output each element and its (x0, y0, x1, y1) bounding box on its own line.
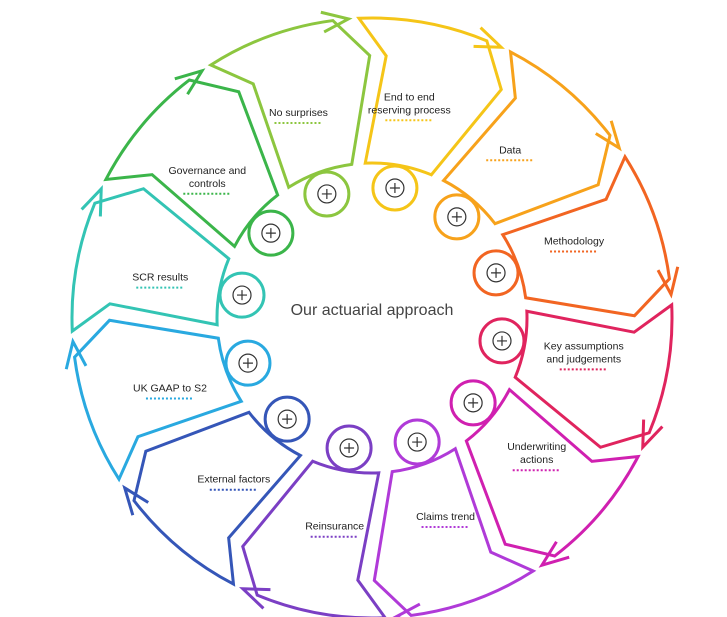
rocket-icon (472, 249, 520, 297)
arrow-head (174, 68, 206, 96)
arrow-head (594, 120, 622, 152)
segment-label-line: Underwriting (507, 441, 566, 453)
segment-11: No surprises (207, 10, 372, 190)
segment-label: Claims trend (416, 511, 475, 523)
arrow-head (122, 484, 150, 516)
segment-2: Methodology (500, 153, 680, 318)
arrow-head (64, 337, 88, 370)
arrow-head (538, 540, 570, 568)
segment-label-line: Key assumptions (544, 340, 624, 352)
segment-label-line: Claims trend (416, 511, 475, 523)
segment-label: SCR results (132, 272, 188, 284)
gear-icon (325, 424, 373, 472)
segment-outline (372, 446, 537, 617)
segment-1: Data (441, 49, 622, 226)
segment-outline (70, 187, 231, 334)
segment-8: UK GAAP to S2 (64, 318, 244, 483)
arrow-head (473, 26, 506, 49)
segment-label-line: Methodology (544, 235, 605, 247)
segment-label-line: controls (189, 178, 226, 190)
briefcase-icon (247, 209, 295, 257)
segment-label-line: End to end (384, 91, 435, 103)
segment-7: External factors (122, 410, 303, 587)
segment-label-line: reserving process (368, 104, 451, 116)
magnifier-dollar-icon (224, 339, 272, 387)
center-title: Our actuarial approach (291, 302, 454, 319)
arrow-head (656, 266, 680, 299)
segment-label-line: actions (520, 454, 553, 466)
segment-outline (132, 410, 303, 587)
arrow-head (80, 184, 103, 217)
hourglass-icon (433, 193, 481, 241)
segment-label-line: Data (499, 144, 521, 156)
segment-label-line: and judgements (546, 353, 621, 365)
segment-label-line: Governance and (168, 165, 246, 177)
arrow-head (320, 10, 353, 34)
segment-label-line: UK GAAP to S2 (133, 383, 207, 395)
segment-outline (441, 49, 612, 226)
segment-label: Reinsurance (305, 521, 364, 533)
segment-label-line: SCR results (132, 272, 188, 284)
segment-label: External factors (197, 474, 270, 486)
segment-label-line: External factors (197, 474, 270, 486)
segment-label-line: Reinsurance (305, 521, 364, 533)
segment-label-line: No surprises (269, 107, 328, 119)
segment-outline (513, 302, 674, 449)
segment-label: No surprises (269, 107, 328, 119)
segment-outline (72, 318, 244, 483)
arrow-head (392, 602, 421, 617)
segment-outline (207, 18, 372, 190)
trophy-icon (393, 418, 441, 466)
arrow-head (641, 419, 664, 452)
handshake-icon (263, 395, 311, 443)
lightbulb-icon (371, 164, 419, 212)
segment-outline (464, 387, 641, 558)
target-icon (478, 317, 526, 365)
segment-5: Claims trend (372, 446, 537, 617)
segment-9: SCR results (70, 184, 231, 334)
globe-icon (303, 170, 351, 218)
segment-outline (356, 16, 503, 177)
segment-outline (103, 78, 280, 249)
gauge-icon (449, 379, 497, 427)
banknote-icon (218, 271, 266, 319)
segment-outline (500, 153, 672, 318)
arrow-head (238, 587, 271, 610)
segment-label: Methodology (544, 235, 605, 247)
segment-label: UK GAAP to S2 (133, 383, 207, 395)
segment-label: Data (499, 144, 521, 156)
